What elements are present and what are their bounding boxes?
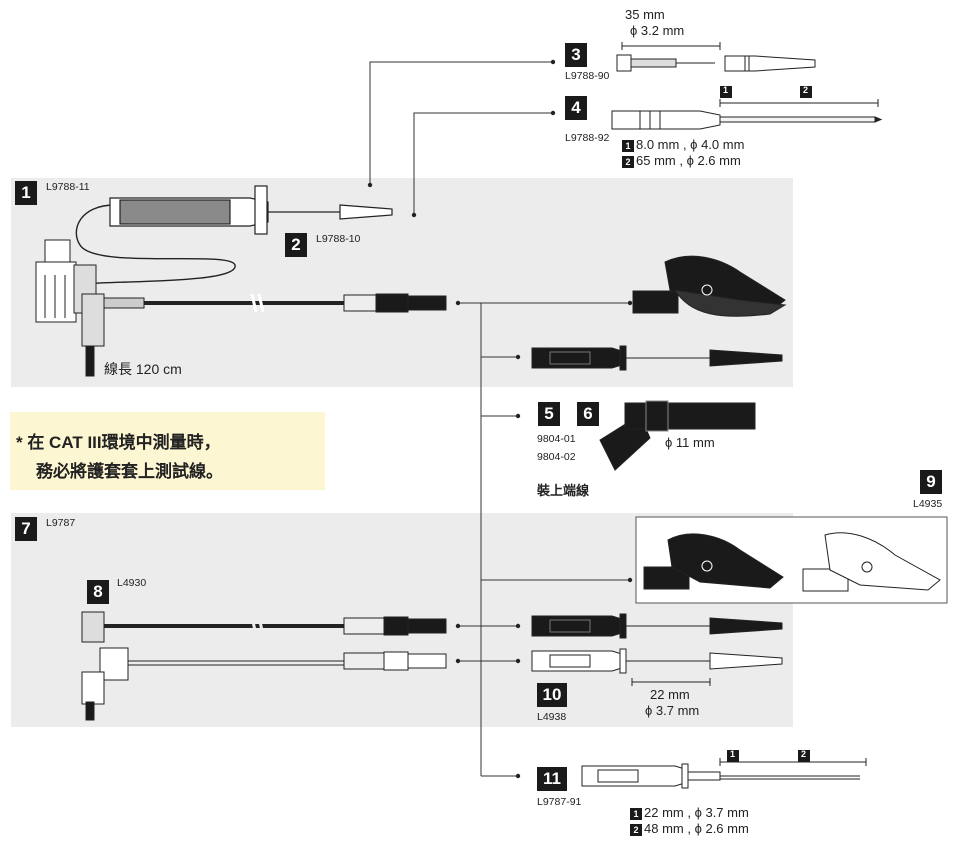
seg-label-4-1: 1 [723, 85, 729, 95]
clip-white-9 [802, 532, 941, 592]
code-item-6: 9804-02 [537, 451, 576, 463]
dim-item-10-dia: ϕ 3.7 mm [645, 703, 700, 718]
spec-text-4-2: 65 mm , ϕ 2.6 mm [636, 153, 741, 168]
tip-item-4 [611, 99, 883, 130]
connector-dots [367, 59, 633, 779]
badge-item-5: 5 [538, 402, 560, 426]
note-line-2: 務必將護套套上測試線。 [36, 462, 223, 481]
probe-item-11 [581, 758, 867, 789]
leader-item-4 [413, 112, 553, 215]
spec-marker-11-2: 2 [630, 823, 642, 836]
code-item-4: L9788-92 [565, 132, 610, 144]
spec-marker-4-1: 1 [622, 139, 634, 152]
badge-item-9: 9 [920, 470, 942, 494]
probe-white-2 [531, 648, 783, 686]
note-line-1: * 在 CAT III環境中測量時， [16, 433, 221, 452]
spec-text-4-1: 8.0 mm , ϕ 4.0 mm [636, 137, 745, 152]
tip-item-3 [616, 42, 816, 72]
cable-length: 線長 120 cm [104, 361, 182, 377]
badge-item-3: 3 [565, 43, 587, 67]
badge-item-8: 8 [87, 580, 109, 604]
badge-item-7: 7 [15, 517, 37, 541]
seg-label-4-2: 2 [803, 85, 809, 95]
dim-item-10-length: 22 mm [650, 687, 690, 702]
badge-item-4: 4 [565, 96, 587, 120]
code-item-2: L9788-10 [316, 233, 361, 245]
code-item-11: L9787-91 [537, 796, 582, 808]
caption-item-6: 裝上端線 [537, 483, 590, 498]
badge-item-2: 2 [285, 233, 307, 257]
connector-lines [369, 61, 630, 777]
seg-label-11-1: 1 [730, 749, 736, 759]
seg-marker-11-1 [727, 750, 739, 762]
badge-item-1: 1 [15, 181, 37, 205]
seg-marker-4-2 [800, 86, 812, 98]
badge-item-6: 6 [577, 402, 599, 426]
adapter-item-1 [35, 239, 97, 323]
spec-marker-11-1: 1 [630, 807, 642, 820]
dim-item-3-length: 35 mm [625, 7, 665, 22]
cable-white-l9787 [81, 647, 447, 721]
badge-item-11: 11 [537, 767, 567, 791]
cable-item-1 [81, 293, 447, 377]
seg-marker-11-2 [798, 750, 810, 762]
probe-item-1 [69, 185, 393, 286]
seg-marker-4-1 [720, 86, 732, 98]
dia-item-6: ϕ 11 mm [665, 435, 715, 450]
seg-label-11-2: 2 [801, 749, 807, 759]
code-item-9: L4935 [913, 498, 943, 510]
code-item-8: L4930 [117, 577, 147, 589]
spec-text-11-1: 22 mm , ϕ 3.7 mm [644, 805, 749, 820]
badge-item-10: 10 [537, 683, 567, 707]
cat3-note [10, 412, 325, 490]
probe-black-2 [531, 613, 783, 639]
code-item-5: 9804-01 [537, 433, 576, 445]
probe-black-1 [531, 345, 783, 371]
cable-black-l9787 [81, 611, 447, 643]
leader-item-3 [369, 61, 553, 185]
code-item-1: L9788-11 [46, 181, 90, 193]
spec-text-11-2: 48 mm , ϕ 2.6 mm [644, 821, 749, 836]
spec-marker-4-2: 2 [622, 155, 634, 168]
code-item-10: L4938 [537, 711, 567, 723]
sleeve-item-5-6 [599, 400, 756, 471]
code-item-7: L9787 [46, 517, 76, 529]
dim-item-3-dia: ϕ 3.2 mm [630, 23, 685, 38]
code-item-3: L9788-90 [565, 70, 610, 82]
clip-black-9 [643, 533, 784, 590]
clip-black-top [632, 255, 787, 317]
